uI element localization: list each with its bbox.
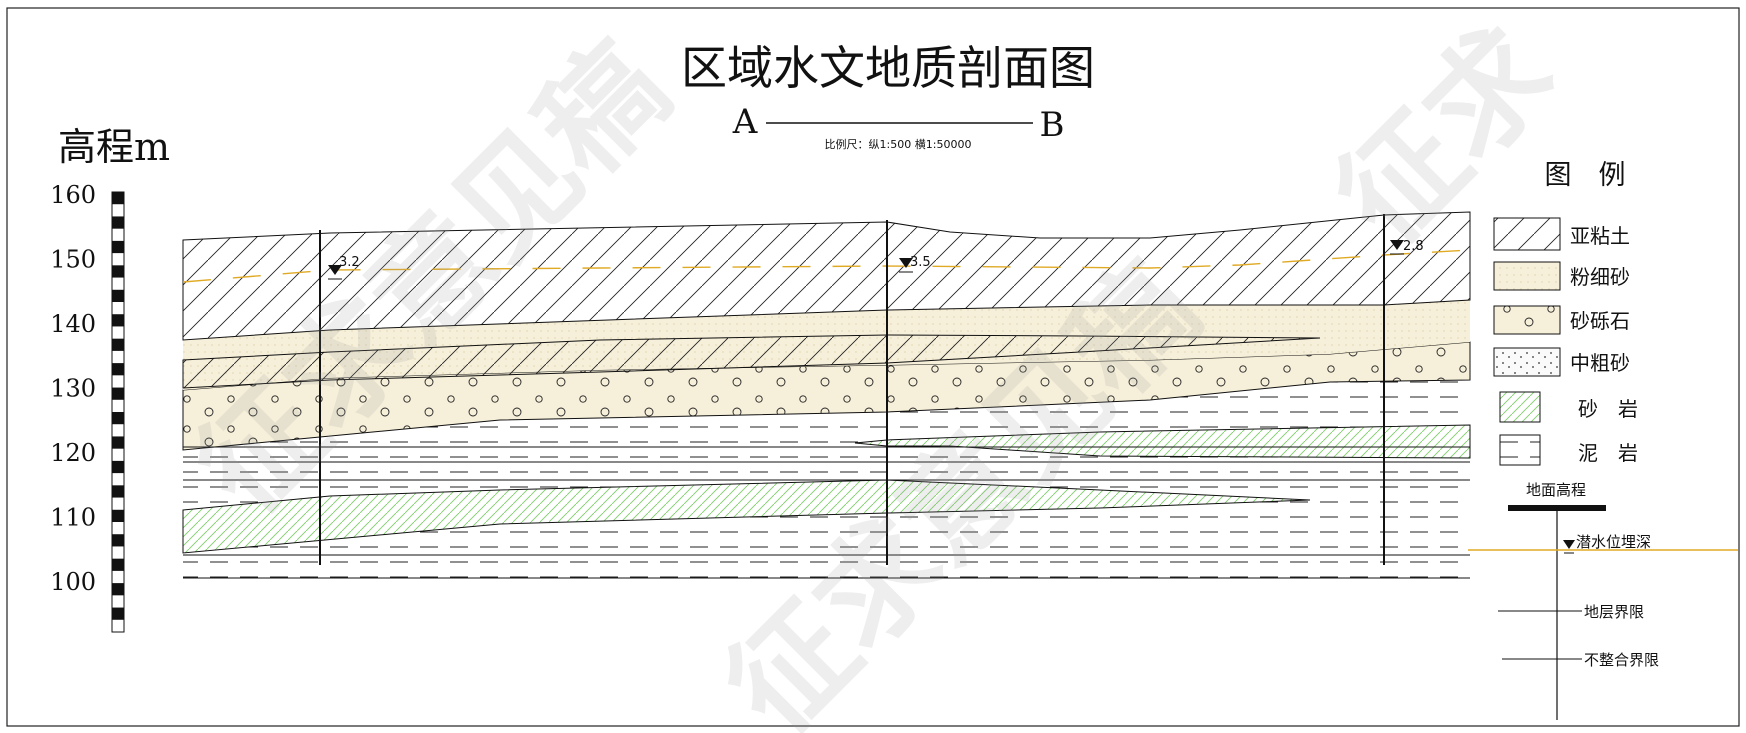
section-end-label: B: [1040, 105, 1065, 145]
scale-bar-segment: [112, 607, 124, 620]
scale-bar-segment: [112, 387, 124, 400]
scale-bar-segment: [112, 460, 124, 474]
scale-bar-segment: [112, 363, 124, 376]
legend-label-fine-sand: 粉细砂: [1570, 265, 1630, 289]
scale-bar-segment: [112, 534, 124, 547]
legend-swatch-coarse-sand: [1493, 347, 1561, 377]
well-2: 3.5: [886, 220, 931, 565]
legend-swatch-sandstone: [1499, 391, 1541, 423]
legend-label-ground: 地面高程: [1526, 481, 1586, 499]
layer-silty-clay-lens: [182, 334, 1321, 389]
water-level-marker-icon: [328, 265, 342, 275]
legend-swatch-mudstone: [1499, 434, 1541, 466]
scale-bar-segment: [112, 289, 124, 302]
section-start-label: A: [732, 102, 758, 142]
scale-bar-segment: [112, 338, 124, 351]
layer-sandstone-lower: [182, 479, 1311, 554]
legend-label-unconformity: 不整合界限: [1584, 651, 1659, 669]
scale-bar-segment: [112, 412, 124, 425]
elevation-tick-label: 130: [50, 375, 96, 403]
legend-label-water-table: 潜水位埋深: [1576, 533, 1651, 551]
scale-bar-segment: [112, 436, 124, 449]
well-1: 3.2: [319, 230, 360, 565]
elevation-tick-label: 120: [50, 439, 96, 467]
scale-bar-segment: [112, 558, 124, 571]
well-3-water-depth: 2.8: [1403, 239, 1424, 254]
scale-bar-segment: [112, 314, 124, 327]
legend-swatch-sandy-gravel: [1493, 305, 1561, 335]
water-level-marker-icon: [1390, 240, 1404, 250]
scale-bar-segment: [112, 192, 124, 205]
scale-bar-segment: [112, 485, 124, 498]
elevation-scale-bar: [111, 191, 125, 633]
legend-swatch-silty-clay: [1493, 217, 1561, 251]
elevation-tick-label: 150: [50, 246, 96, 274]
water-level-marker-icon: [1563, 540, 1575, 549]
layer-sandstone-upper: [854, 424, 1471, 459]
scale-bar-segment: [112, 240, 124, 254]
legend-label-boundary: 地层界限: [1584, 603, 1644, 621]
elevation-tick-label: 110: [50, 504, 96, 532]
legend-label-sandy-gravel: 砂砾石: [1570, 309, 1630, 333]
legend-title: 图 例: [1545, 160, 1626, 191]
elevation-tick-label: 140: [50, 310, 96, 338]
elevation-tick-label: 160: [50, 181, 96, 209]
layer-silty-clay-top: [182, 211, 1471, 341]
legend-label-mudstone: 泥 岩: [1578, 441, 1638, 465]
well-1-water-depth: 3.2: [339, 255, 360, 270]
diagram-title: 区域水文地质剖面图: [681, 41, 1095, 95]
cross-section: 3.2 3.5 2.8: [182, 211, 1471, 580]
water-level-marker-icon: [899, 258, 913, 268]
elevation-axis-label: 高程m: [58, 125, 170, 169]
mudstone-boundaries: [183, 446, 1470, 579]
legend: 图 例 亚粘土 粉细砂 砂砾石 中粗砂 砂 岩 泥 岩 地面高程 潜水位埋深 地…: [1468, 160, 1738, 720]
legend-label-sandstone: 砂 岩: [1578, 397, 1638, 421]
drawing-frame: [6, 7, 1740, 727]
well-2-water-depth: 3.5: [910, 255, 931, 270]
elevation-tick-labels: 160 150 140 130 120 110 100: [50, 181, 96, 596]
well-3: 2.8: [1383, 214, 1424, 565]
water-table-line: [182, 249, 1471, 283]
legend-label-silty-clay: 亚粘土: [1570, 224, 1630, 248]
scale-bar-segment: [112, 216, 124, 229]
elevation-tick-label: 100: [50, 568, 96, 596]
legend-swatch-fine-sand: [1493, 261, 1561, 291]
scale-bar-segment: [112, 509, 124, 522]
scale-bar-segment: [112, 265, 124, 278]
scale-bar-segment: [112, 583, 124, 596]
legend-label-coarse-sand: 中粗砂: [1570, 351, 1630, 375]
scale-text: 比例尺：纵1:500 横1:50000: [825, 137, 972, 151]
